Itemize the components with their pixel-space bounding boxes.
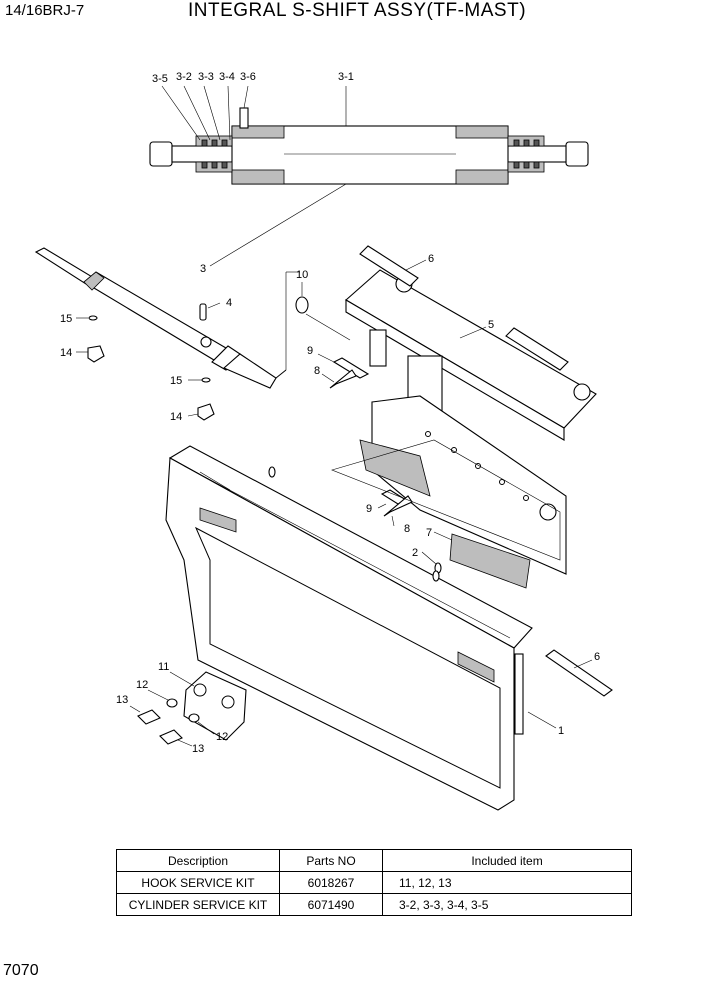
callout-3-1: 3-1 [338,71,354,83]
cylinder-assembly-drawing [34,247,300,389]
kit-description: HOOK SERVICE KIT [116,871,280,894]
o-ring-drawing [295,296,309,314]
callout-6: 6 [594,651,600,663]
pins-lower-drawing [380,489,442,574]
table-row: CYLINDER SERVICE KIT 6071490 3-2, 3-3, 3… [116,893,632,916]
callout-3-2: 3-2 [176,71,192,83]
table-row: HOOK SERVICE KIT 6018267 11, 12, 13 [116,871,632,894]
kit-parts-no: 6018267 [279,871,383,894]
callout-1: 1 [558,725,564,737]
callout-2: 2 [412,547,418,559]
main-frame-drawing [165,439,561,811]
callout-15: 15 [170,375,182,387]
callout-3-5: 3-5 [152,73,168,85]
table-header-row: Description Parts NO Included item [116,849,632,872]
callout-15: 15 [60,313,72,325]
callout-5: 5 [488,319,494,331]
cylinder-section-drawing [149,107,589,185]
callout-3-6: 3-6 [240,71,256,83]
page-title: INTEGRAL S-SHIFT ASSY(TF-MAST) [188,0,527,21]
page-number: 7070 [3,962,39,979]
kit-included-items: 3-2, 3-3, 3-4, 3-5 [382,893,632,916]
callout-14: 14 [170,411,182,423]
pins-upper-drawing [329,357,370,389]
callout-6: 6 [428,253,434,265]
callout-3-3: 3-3 [198,71,214,83]
callout-4: 4 [226,297,232,309]
kit-parts-no: 6071490 [279,893,383,916]
cylinder-leaders [161,85,347,267]
side-shifter-plate-drawing [359,395,567,589]
callout-9: 9 [366,503,372,515]
callout-7: 7 [426,527,432,539]
callout-11: 11 [158,661,169,673]
kit-included-items: 11, 12, 13 [382,871,632,894]
service-kit-table: Description Parts NO Included item HOOK … [116,849,632,916]
callout-14: 14 [60,347,72,359]
callout-8: 8 [314,365,320,377]
carriage-bracket-drawing [345,245,597,447]
callout-12: 12 [136,679,148,691]
model-code: 14/16BRJ-7 [5,2,85,19]
callout-13: 13 [116,694,128,706]
column-header: Description [116,849,280,872]
callout-12: 12 [216,731,228,743]
wear-bar-drawing [545,649,613,697]
callout-3: 3 [200,263,206,275]
callout-3-4: 3-4 [219,71,235,83]
callout-9: 9 [307,345,313,357]
fittings-drawing [87,303,215,421]
callout-10: 10 [296,269,308,281]
column-header: Parts NO [279,849,383,872]
column-header: Included item [382,849,632,872]
callout-13: 13 [192,743,204,755]
kit-description: CYLINDER SERVICE KIT [116,893,280,916]
callout-8: 8 [404,523,410,535]
hook-drawing [137,671,247,745]
